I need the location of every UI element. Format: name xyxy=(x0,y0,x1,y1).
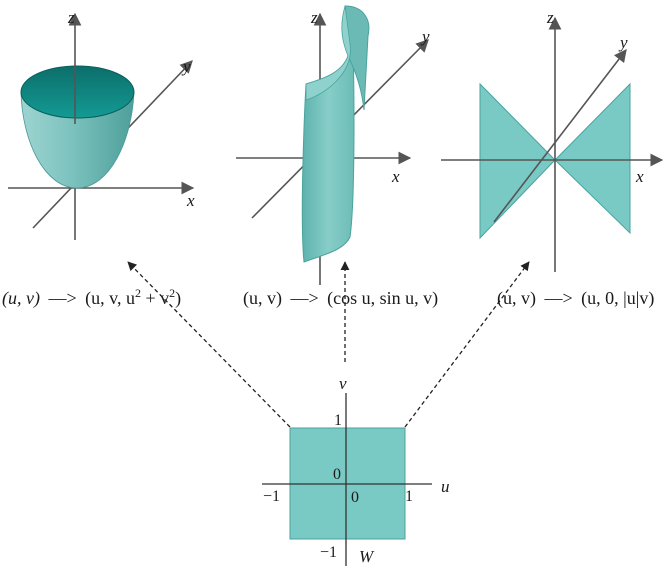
region-label: W xyxy=(359,547,375,566)
paraboloid-surface xyxy=(20,91,135,189)
paraboloid-graph: z y x xyxy=(8,8,195,240)
paraboloid-mapping: (u, v) —> (u, v, u2 + v2) xyxy=(2,286,181,309)
tick-u-one: 1 xyxy=(405,488,413,505)
tick-v-one: 1 xyxy=(334,412,342,429)
arrow-to-paraboloid xyxy=(127,261,291,428)
cone-mapping: (u, v) —> (u, 0, |u|v) xyxy=(497,288,654,309)
y-label: y xyxy=(420,27,430,46)
cone-left-surface xyxy=(479,82,556,240)
z-label: z xyxy=(546,8,554,27)
cone-graph: z y x xyxy=(441,8,664,272)
arrow-to-cone xyxy=(404,261,530,428)
x-label: x xyxy=(391,167,400,186)
y-axis xyxy=(493,48,627,223)
z-label: z xyxy=(310,8,318,27)
tick-origin-zero-left: 0 xyxy=(333,466,341,483)
cylinder-fold xyxy=(305,5,351,101)
mapping-arrows xyxy=(127,261,530,428)
paraboloid-rim xyxy=(20,65,135,119)
v-label: v xyxy=(339,374,347,393)
y-label: y xyxy=(618,33,628,52)
u-label: u xyxy=(441,477,450,496)
z-label: z xyxy=(67,8,75,27)
tick-origin-zero-bottom: 0 xyxy=(351,489,359,506)
x-label: x xyxy=(186,191,195,210)
cylinder-graph: z y x xyxy=(236,5,430,285)
x-label: x xyxy=(635,167,644,186)
y-label: y xyxy=(181,57,191,76)
tick-u-neg-one: −1 xyxy=(263,488,280,505)
cone-right-surface xyxy=(554,82,631,235)
cylinder-mapping: (u, v) —> (cos u, sin u, v) xyxy=(243,288,438,309)
domain-region: u v W 1 0 −1 0 1 −1 xyxy=(262,374,450,566)
cylinder-back-surface xyxy=(344,5,370,111)
tick-v-neg-one: −1 xyxy=(320,544,337,561)
